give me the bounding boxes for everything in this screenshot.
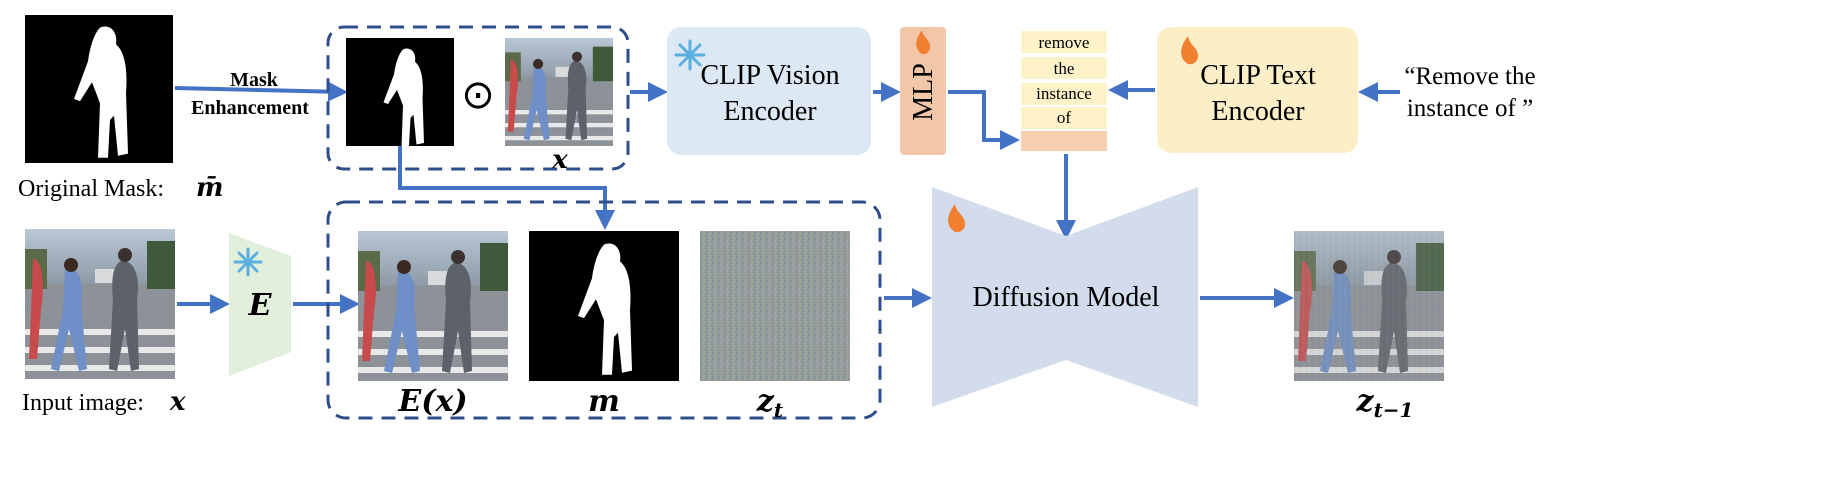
masked-input-group [326,25,630,171]
output-latent-image [1294,231,1444,381]
clip-text-label-2: Encoder [1211,96,1305,127]
arrow-mask-to-m [398,146,615,230]
encoder-symbol: E [248,288,273,323]
unet-input-group [326,200,882,420]
original-mask-symbol: m̄ [196,173,224,203]
noisy-latent-symbol: zt [756,384,784,422]
original-mask-label: Original Mask: [18,176,164,202]
flame-icon [916,30,931,55]
mlp-label: MLP [908,63,939,121]
mask-enhancement-label-1: Mask [230,69,279,91]
token-text: the [1054,59,1075,78]
masked-image-symbol: x [551,145,568,175]
mask-m-symbol: m [588,384,620,419]
token-stack: remove the instance of [1021,31,1107,151]
vae-encoder-shape [229,233,291,376]
mask-enhancement-label-2: Enhancement [191,97,309,119]
prompt-text-2: instance of ” [1407,95,1533,122]
visual-token-box [1021,131,1107,151]
enhanced-mask-image [346,38,454,147]
snowflake-icon [233,247,263,277]
clip-text-encoder-box [1157,27,1358,153]
token-box [1021,31,1107,53]
token-text: of [1057,108,1072,127]
encoded-latent-image [358,231,508,381]
input-image [25,229,175,379]
input-image-symbol: x [169,387,186,417]
flame-icon [1181,36,1199,65]
clip-vision-label-2: Encoder [723,96,817,127]
token-text: instance [1036,84,1092,103]
arrow-mlp-to-tokens [948,90,1020,150]
encoded-latent-symbol: E(x) [397,384,467,419]
masked-image-thumbnail [505,38,613,146]
original-mask-image [25,15,173,163]
mask-m-image [529,231,679,381]
token-text: remove [1039,33,1090,52]
flame-icon [948,204,966,233]
output-latent-symbol: zt−1 [1356,384,1414,422]
token-box [1021,57,1107,79]
clip-text-label-1: CLIP Text [1200,60,1316,91]
token-box [1021,83,1107,105]
prompt-text-1: “Remove the [1404,63,1535,90]
mlp-box [900,27,946,155]
diffusion-model-shape [932,187,1198,407]
input-image-label: Input image: [22,390,144,416]
token-box [1021,107,1107,129]
mask-enhancement-arrow [174,81,348,102]
hadamard-product-symbol: ⊙ [461,72,495,118]
clip-vision-encoder-box [667,27,871,155]
snowflake-icon [674,39,706,71]
diffusion-model-label: Diffusion Model [973,282,1160,313]
noisy-latent-image [700,231,850,381]
clip-vision-label-1: CLIP Vision [700,60,839,91]
